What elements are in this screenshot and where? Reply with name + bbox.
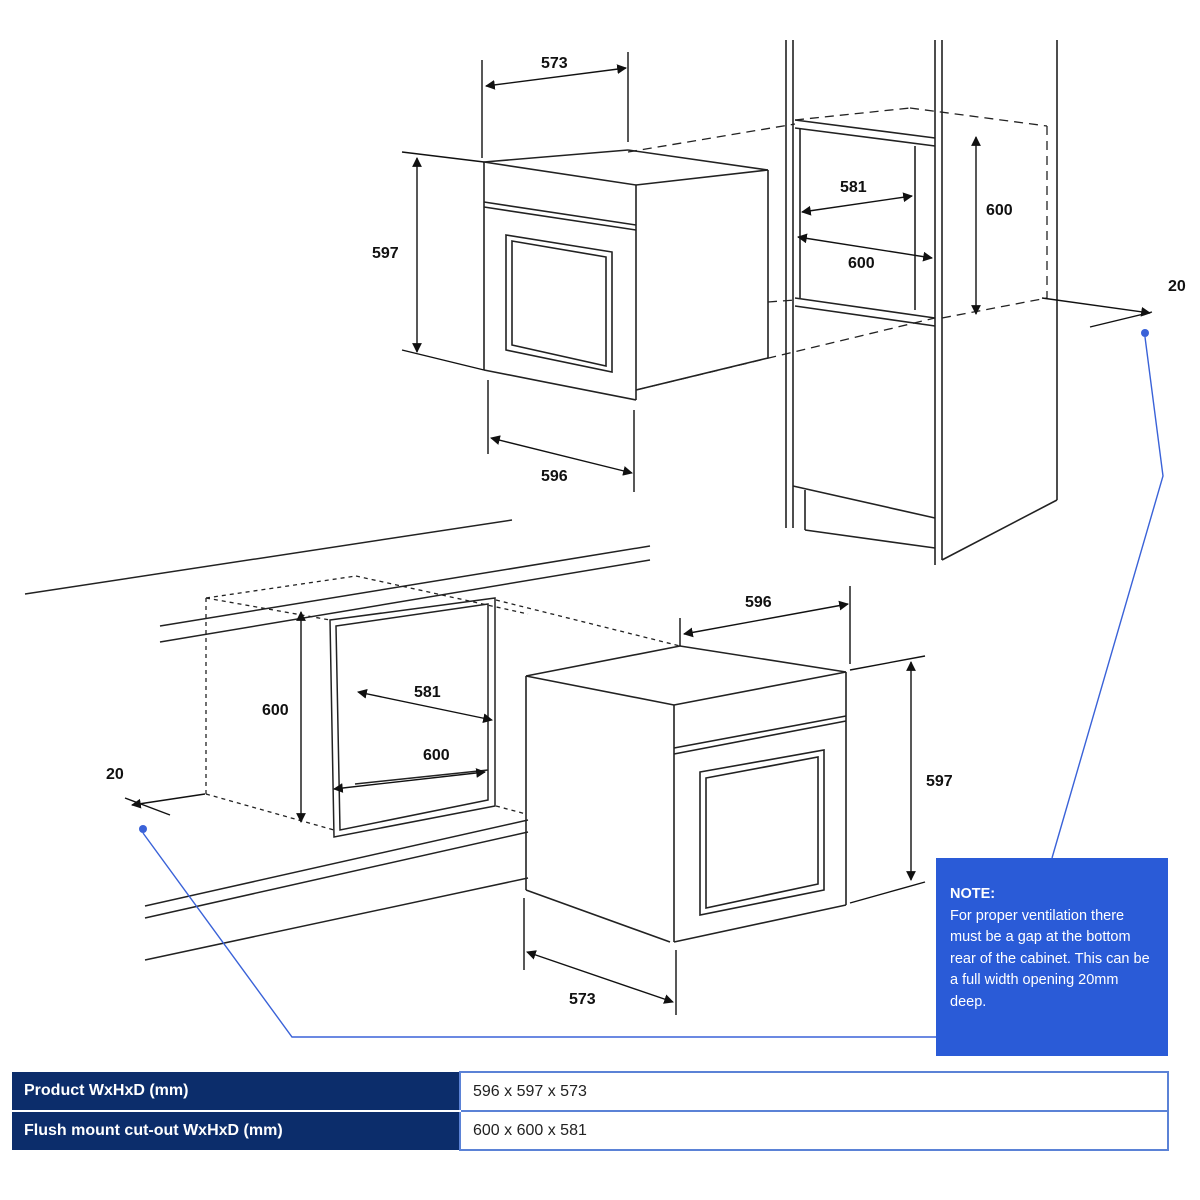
spec-value: 596 x 597 x 573	[459, 1071, 1169, 1112]
note-text: For proper ventilation there must be a g…	[950, 907, 1150, 1010]
ventilation-note: NOTE: For proper ventilation there must …	[936, 858, 1168, 1056]
top-cutout-outline	[627, 107, 1048, 391]
table-row: Product WxHxD (mm) 596 x 597 x 573	[12, 1071, 1169, 1112]
top-cutout-depth-label: 581	[840, 179, 867, 196]
top-dimension-lines	[401, 52, 1153, 492]
top-cabinet	[785, 40, 1058, 565]
spec-label: Product WxHxD (mm)	[12, 1072, 460, 1112]
top-oven-height-label: 597	[372, 245, 399, 262]
bottom-cutout-width-label: 600	[423, 747, 450, 764]
top-gap-label: 20	[1168, 278, 1186, 295]
top-oven	[483, 149, 769, 401]
bottom-leader-line	[142, 832, 936, 1038]
bottom-cutout-outline	[205, 575, 681, 831]
spec-table: Product WxHxD (mm) 596 x 597 x 573 Flush…	[12, 1071, 1169, 1151]
top-cutout-width-label: 600	[848, 255, 875, 272]
note-title: NOTE:	[950, 886, 996, 902]
table-row: Flush mount cut-out WxHxD (mm) 600 x 600…	[12, 1110, 1169, 1151]
bottom-niche-frame	[329, 597, 496, 838]
top-leader-line	[1051, 336, 1164, 859]
top-oven-width-label: 596	[541, 468, 568, 485]
bottom-cutout-height-label: 600	[262, 702, 289, 719]
bottom-oven-width-label: 596	[745, 594, 772, 611]
top-gap-marker	[1141, 329, 1149, 337]
bottom-dimension-lines	[124, 586, 926, 1015]
spec-label: Flush mount cut-out WxHxD (mm)	[12, 1111, 460, 1150]
top-cutout-height-label: 600	[986, 202, 1013, 219]
top-oven-depth-label: 573	[541, 55, 568, 72]
bottom-cutout-depth-label: 581	[414, 684, 441, 701]
bottom-gap-label: 20	[106, 766, 124, 783]
bottom-benchtop	[24, 519, 651, 961]
bottom-oven	[525, 645, 847, 943]
bottom-oven-depth-label: 573	[569, 991, 596, 1008]
bottom-gap-marker	[139, 825, 147, 833]
spec-value: 600 x 600 x 581	[459, 1110, 1169, 1151]
bottom-oven-height-label: 597	[926, 773, 953, 790]
